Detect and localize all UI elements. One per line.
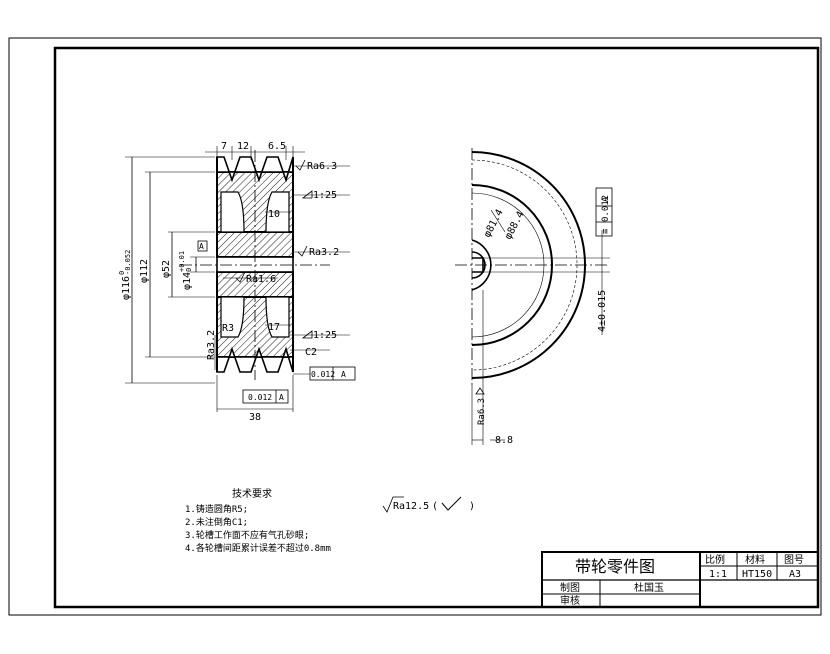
technical-requirements: 技术要求 1.铸造圆角R5; 2.未注倒角C1; 3.轮槽工作面不应有气孔砂眼;… [185, 487, 331, 554]
dim-phi112: φ112 [139, 259, 150, 283]
taper-1-25-lower: 1:25 [313, 330, 337, 341]
note-4: 4.各轮槽间距累计误差不超过0.8mm [185, 542, 331, 554]
runout-value-right: 0.012 [311, 370, 335, 379]
checked-label: 审核 [560, 594, 580, 607]
runout-datum-bottom: A [279, 393, 284, 402]
roughness-ra6-3-side: Ra6.3 [477, 398, 487, 425]
roughness-ra3-2-chamfer: Ra3.2 [206, 330, 217, 360]
part-name: 带轮零件图 [575, 557, 655, 576]
dim-phi52: φ52 [161, 260, 172, 278]
runout-datum-right: A [341, 370, 346, 379]
dim-phi88-4: φ88.4 [503, 210, 527, 242]
web-cutout-ll [220, 296, 245, 338]
drawing-no-value: A3 [789, 569, 801, 580]
symmetry-symbol: ≡ [601, 228, 611, 234]
dim-phi116-tol-upper: 0 [118, 271, 126, 275]
title-block [541, 551, 819, 608]
drawing-no-label: 图号 [784, 554, 804, 566]
notes-title: 技术要求 [232, 487, 272, 500]
material-value: HT150 [742, 569, 772, 580]
general-roughness-value: Ra12.5 [393, 501, 429, 512]
web-cutout-lr [265, 296, 290, 338]
inner-border [53, 46, 820, 609]
dim-6-5: 6.5 [268, 141, 286, 152]
front-view-dimensions: 7 12 6.5 Ra6.3 1:25 10 Ra3.2 A Ra1.6 R3 … [118, 141, 346, 423]
drawn-label: 制图 [560, 581, 580, 594]
scale-value: 1:1 [709, 569, 727, 580]
dim-12: 12 [237, 141, 249, 152]
dim-phi116: φ116 [121, 276, 132, 300]
dim-phi14-tol-upper: +0.01 [178, 251, 186, 272]
roughness-ra6-3: Ra6.3 [307, 161, 337, 172]
dim-8-8: 8.8 [495, 435, 513, 446]
general-roughness: Ra12.5 ( ) [382, 496, 475, 513]
roughness-ra1-6: Ra1.6 [246, 274, 276, 285]
side-view [455, 148, 613, 445]
svg-text:): ) [469, 501, 475, 512]
runout-value-bottom: 0.012 [248, 393, 272, 402]
note-2: 2.未注倒角C1; [185, 516, 248, 528]
note-3: 3.轮槽工作面不应有气孔砂眼; [185, 529, 309, 541]
dim-7: 7 [221, 141, 227, 152]
taper-1-25-upper: 1:25 [313, 190, 337, 201]
web-cutout-ul [220, 191, 245, 233]
datum-a: A [199, 242, 204, 251]
side-view-dimensions: φ81.4 φ88.4 0.012 A ≡ 4±0.015 Ra6.3 8.8 [477, 195, 611, 446]
symmetry-datum: A [601, 196, 611, 202]
symmetry-value: 0.012 [601, 195, 611, 222]
note-1: 1.铸造圆角R5; [185, 503, 248, 515]
dim-phi14-tol-lower: 0 [185, 268, 193, 272]
chamfer-c2: C2 [305, 347, 317, 358]
dim-38: 38 [249, 412, 261, 423]
dim-r3: R3 [222, 323, 234, 334]
drawn-by: 杜国玉 [634, 581, 664, 594]
scale-label: 比例 [705, 553, 725, 566]
dim-phi14: φ14 [182, 272, 193, 290]
title-block-text: 带轮零件图 比例 1:1 材料 HT150 图号 A3 制图 杜国玉 审核 [560, 553, 804, 607]
outer-border [8, 37, 822, 616]
dim-10: 10 [268, 209, 280, 220]
dim-phi116-tol-lower: -0.052 [124, 250, 132, 275]
checkmark-icon [441, 496, 462, 511]
front-section-view [125, 146, 356, 412]
dim-keyway-4: 4±0.015 [597, 290, 608, 332]
dim-17: 17 [268, 322, 280, 333]
roughness-ra3-2: Ra3.2 [309, 247, 339, 258]
svg-text:(: ( [432, 501, 438, 512]
dim-phi81-4: φ81.4 [482, 208, 506, 240]
material-label: 材料 [745, 553, 765, 566]
